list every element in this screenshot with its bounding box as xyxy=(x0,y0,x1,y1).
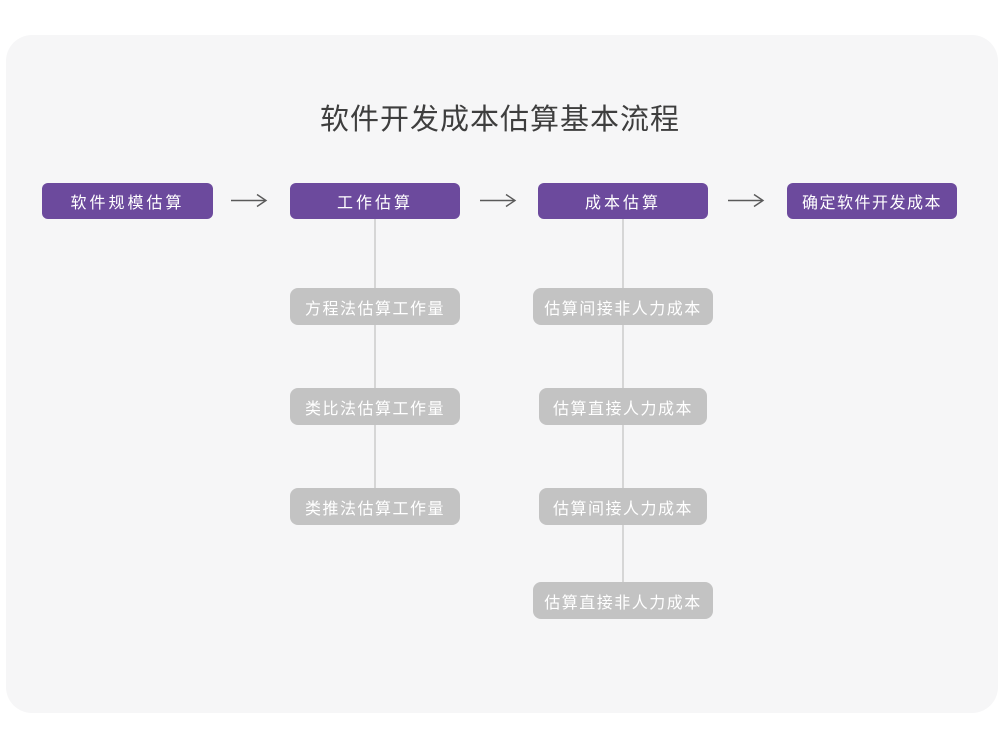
flow-step-cost-estimation: 成本估算 xyxy=(538,183,708,219)
cost-step-indirect-nonlabor: 估算间接非人力成本 xyxy=(533,288,713,325)
flow-step-determine-dev-cost: 确定软件开发成本 xyxy=(787,183,957,219)
flow-step-software-scale-estimation: 软件规模估算 xyxy=(42,183,213,219)
work-method-extrapolation: 类推法估算工作量 xyxy=(290,488,460,525)
cost-step-indirect-labor: 估算间接人力成本 xyxy=(539,488,707,525)
flow-arrow-icon xyxy=(480,193,517,208)
connector-line-work-estimation xyxy=(374,218,376,490)
flowchart-card xyxy=(6,35,998,713)
cost-step-direct-labor: 估算直接人力成本 xyxy=(539,388,707,425)
flow-arrow-icon xyxy=(231,193,268,208)
cost-step-direct-nonlabor: 估算直接非人力成本 xyxy=(533,582,713,619)
work-method-equation: 方程法估算工作量 xyxy=(290,288,460,325)
work-method-analogy: 类比法估算工作量 xyxy=(290,388,460,425)
flow-step-work-estimation: 工作估算 xyxy=(290,183,460,219)
flow-arrow-icon xyxy=(728,193,765,208)
page-title: 软件开发成本估算基本流程 xyxy=(319,104,680,136)
